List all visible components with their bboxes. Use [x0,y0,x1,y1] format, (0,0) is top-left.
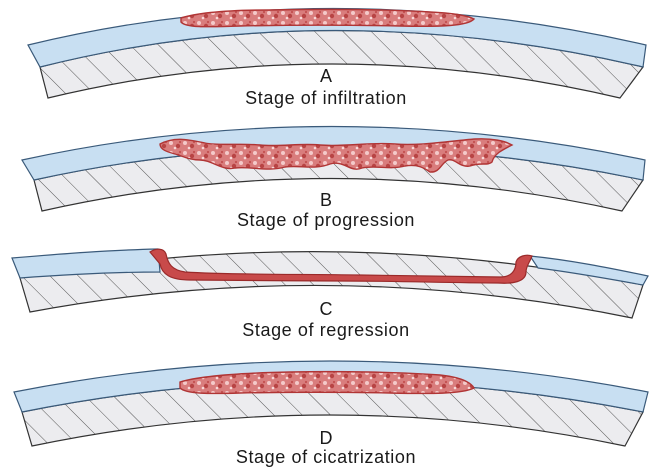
stage-b-letter: B [320,190,332,210]
stage-a-illustration [28,9,646,99]
stage-c-caption: Stage of regression [242,320,410,340]
stage-a-caption: Stage of infiltration [245,88,407,108]
stage-b-caption: Stage of progression [237,210,415,230]
stage-c-letter: C [320,299,333,319]
stage-a-letter: A [320,66,332,86]
stage-d-caption: Stage of cicatrization [236,447,416,467]
stage-b-illustration [22,127,645,212]
stage-a-infiltrate [181,9,474,26]
stage-d-scar [180,372,474,394]
stage-d-letter: D [320,428,333,448]
